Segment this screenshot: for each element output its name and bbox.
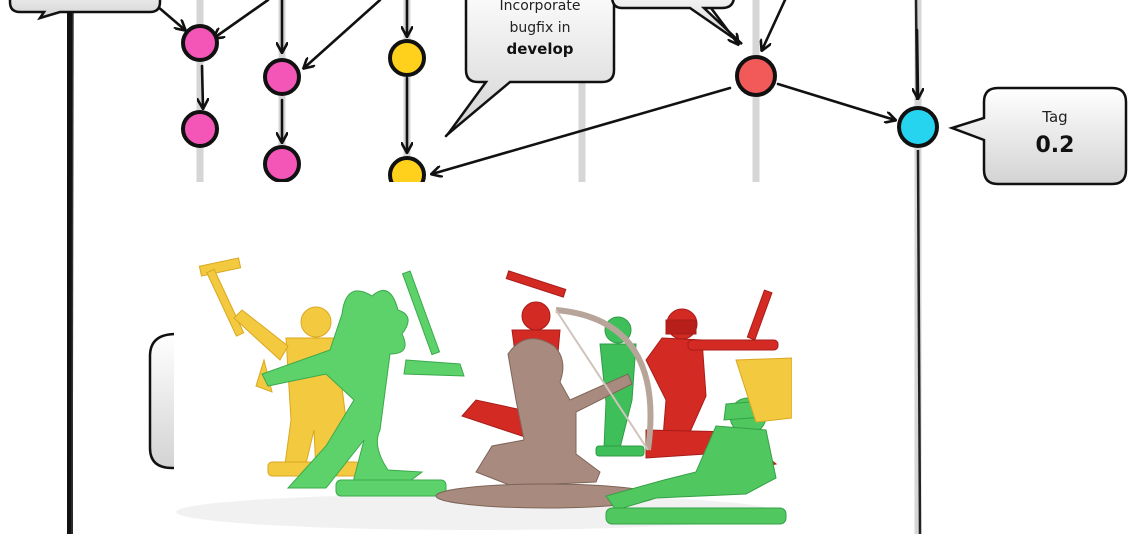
arrow-cross-2 [304,0,382,68]
arrow-into-master [917,28,918,98]
master-timeline [916,149,922,534]
commit-feature-2b [263,145,301,183]
develop-fix-line3: develop [506,40,573,58]
develop-fix-line1: Incorporate [500,0,581,14]
green-toy-figure-back [595,316,645,457]
gray-archer-figure [435,307,657,509]
tag-value: 0.2 [1036,133,1075,158]
arrow-hotfix-to-master [776,82,895,120]
commit-develop-a [388,39,426,77]
green-chief-figure [261,270,465,497]
tag-label: Tag [1041,108,1067,126]
bubble-top-left [8,0,162,21]
left-timeline [67,0,74,534]
commit-feature-1b [181,110,219,148]
commit-feature-2a [263,58,301,96]
commit-master-tag [897,106,939,148]
toy-figures-photo [176,250,792,534]
bubble-develop-fix: Incorporate bugfix in develop [446,0,616,135]
bubble-lower-left [148,332,180,470]
bubble-hotfix [611,0,743,46]
commit-nodes [181,24,939,194]
commit-hotfix [735,55,777,97]
arrow-into-hotfix [762,0,787,50]
develop-fix-line2: bugfix in [510,20,571,36]
yellow-toy-figure-right [735,357,792,423]
arrow-cross-1 [214,0,270,38]
bubble-tag: Tag 0.2 [948,86,1128,186]
commit-feature-1a [181,24,219,62]
arrow-hotfix-to-develop [432,86,732,174]
arrow-feature-1-down [202,64,203,108]
